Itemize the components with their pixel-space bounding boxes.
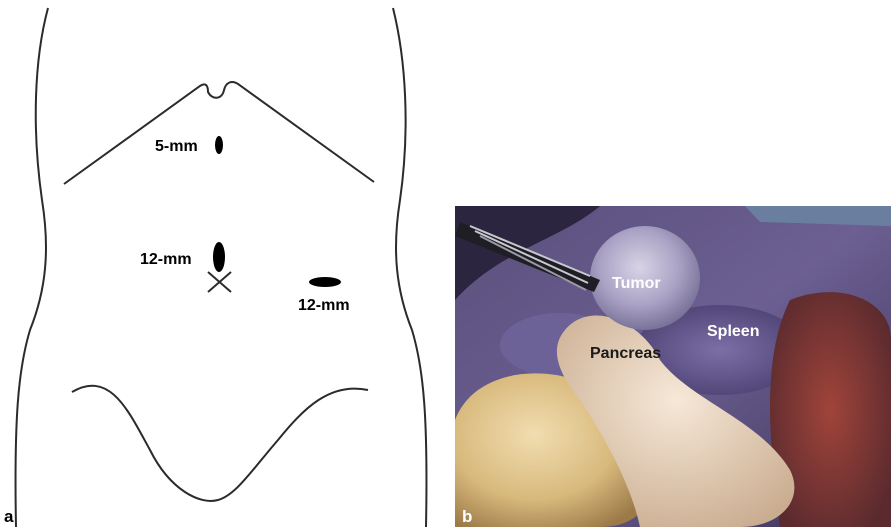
panel-b-photo: Tumor Spleen Pancreas b xyxy=(455,206,891,527)
port-12mm-umbilical-label: 12-mm xyxy=(140,251,192,268)
port-12mm-left-marker xyxy=(309,277,341,287)
pancreas-label: Pancreas xyxy=(590,345,661,362)
panel-b-letter: b xyxy=(462,507,472,526)
groin-line xyxy=(72,386,368,501)
port-5mm-marker xyxy=(215,136,223,154)
port-12mm-umbilical-marker xyxy=(213,242,225,272)
port-5mm-label: 5-mm xyxy=(155,138,198,155)
torso-right-contour xyxy=(393,8,426,527)
panel-a-letter: a xyxy=(4,507,14,526)
port-12mm-left-label: 12-mm xyxy=(298,297,350,314)
torso-left-contour xyxy=(16,8,48,527)
spleen-label: Spleen xyxy=(707,323,759,340)
umbilicus-cross-icon xyxy=(208,272,231,292)
tumor-label: Tumor xyxy=(612,275,661,292)
costal-margin xyxy=(64,82,374,184)
